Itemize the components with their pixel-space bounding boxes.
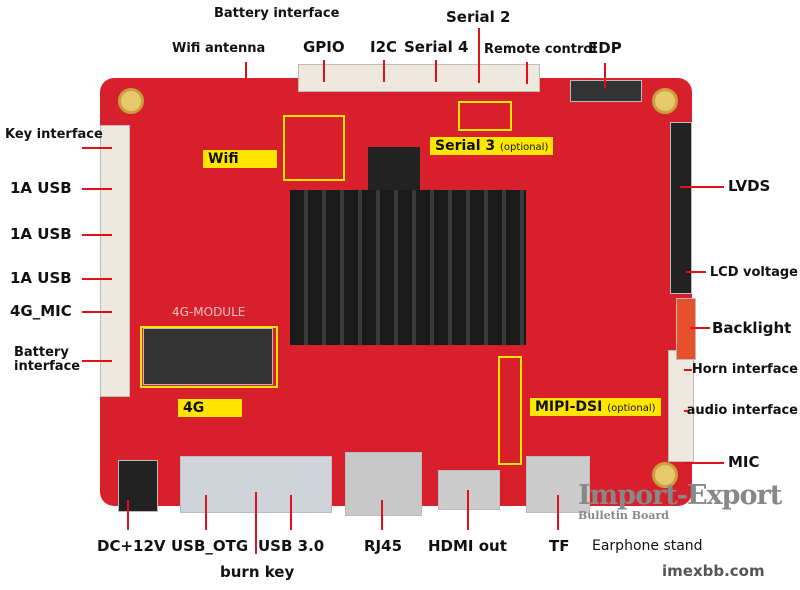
callout-line	[557, 495, 559, 530]
label-backlight: Backlight	[712, 319, 792, 337]
label-battery-interface-top: Battery interface	[214, 6, 340, 21]
mount-hole	[652, 462, 678, 488]
label-usb30: USB 3.0	[258, 537, 325, 555]
backlight-connector	[676, 298, 696, 360]
label-horn-interface: Horn interface	[691, 362, 798, 377]
label-usb-2: 1A USB	[10, 225, 72, 243]
callout-line	[526, 62, 528, 84]
callout-line	[686, 271, 706, 273]
label-wifi-antenna: Wifi antenna	[172, 41, 266, 56]
callout-line	[680, 186, 724, 188]
callout-line	[323, 60, 325, 82]
mipi-highlight	[498, 356, 522, 465]
callout-line	[684, 369, 692, 371]
callout-line	[82, 188, 112, 190]
label-i2c: I2C	[370, 38, 398, 56]
callout-line	[255, 492, 257, 554]
mount-hole	[118, 88, 144, 114]
4g-tag: 4G	[178, 399, 242, 417]
heatsink	[290, 190, 526, 345]
callout-line	[381, 500, 383, 530]
serial3-highlight	[458, 101, 512, 131]
label-tf: TF	[549, 537, 570, 555]
mount-hole	[652, 88, 678, 114]
callout-line	[684, 410, 688, 412]
4g-slot	[143, 328, 273, 385]
label-lcd-voltage: LCD voltage	[709, 265, 798, 280]
label-4g-mic: 4G_MIC	[10, 302, 72, 320]
module-silkscreen: 4G-MODULE	[172, 305, 246, 319]
label-hdmi-out: HDMI out	[428, 537, 507, 555]
watermark: Import-Export Bulletin Board	[578, 480, 782, 522]
wifi-tag: Wifi	[203, 150, 277, 168]
top-connectors	[298, 64, 540, 92]
heatsink-top	[368, 147, 420, 192]
label-serial4: Serial 4	[404, 38, 469, 56]
label-serial2: Serial 2	[446, 8, 511, 26]
serial3-tag: Serial 3 (optional)	[430, 137, 554, 155]
label-usb-otg: USB_OTG	[171, 537, 249, 555]
mipi-tag: MIPI-DSI (optional)	[530, 398, 661, 416]
callout-line	[82, 311, 112, 313]
callout-line	[604, 63, 606, 88]
lvds-header	[670, 122, 692, 294]
callout-line	[82, 360, 112, 362]
callout-line	[467, 490, 469, 530]
label-usb-3: 1A USB	[10, 269, 72, 287]
label-rj45: RJ45	[364, 537, 403, 555]
label-earphone-stand: Earphone stand	[592, 538, 703, 554]
dc-jack	[118, 460, 158, 512]
label-usb-1: 1A USB	[10, 179, 72, 197]
wifi-highlight	[283, 115, 345, 181]
label-dc12v: DC+12V	[97, 537, 166, 555]
callout-line	[290, 495, 292, 530]
label-edp: EDP	[588, 39, 622, 57]
callout-line	[383, 60, 385, 82]
callout-line	[435, 60, 437, 82]
callout-line	[684, 462, 724, 464]
callout-line	[478, 28, 480, 83]
hdmi-port	[438, 470, 500, 510]
callout-line	[245, 62, 247, 82]
callout-line	[690, 327, 710, 329]
label-key-interface: Key interface	[5, 127, 103, 142]
label-gpio: GPIO	[303, 38, 345, 56]
label-remote-control: Remote control	[484, 42, 597, 57]
label-battery-interface-left: Battery interface	[14, 345, 81, 374]
left-connectors	[100, 125, 130, 397]
rj45-port	[345, 452, 422, 516]
4g-highlight	[140, 326, 278, 388]
callout-line	[82, 147, 112, 149]
label-audio-interface: audio interface	[686, 403, 798, 418]
label-burn-key: burn key	[220, 563, 295, 581]
label-mic: MIC	[728, 453, 760, 471]
callout-line	[127, 500, 129, 530]
watermark-site: imexbb.com	[662, 562, 765, 580]
label-lvds: LVDS	[728, 177, 771, 195]
callout-line	[82, 234, 112, 236]
right-connectors	[668, 350, 694, 462]
callout-line	[205, 495, 207, 530]
edp-connector	[570, 80, 642, 102]
callout-line	[82, 278, 112, 280]
